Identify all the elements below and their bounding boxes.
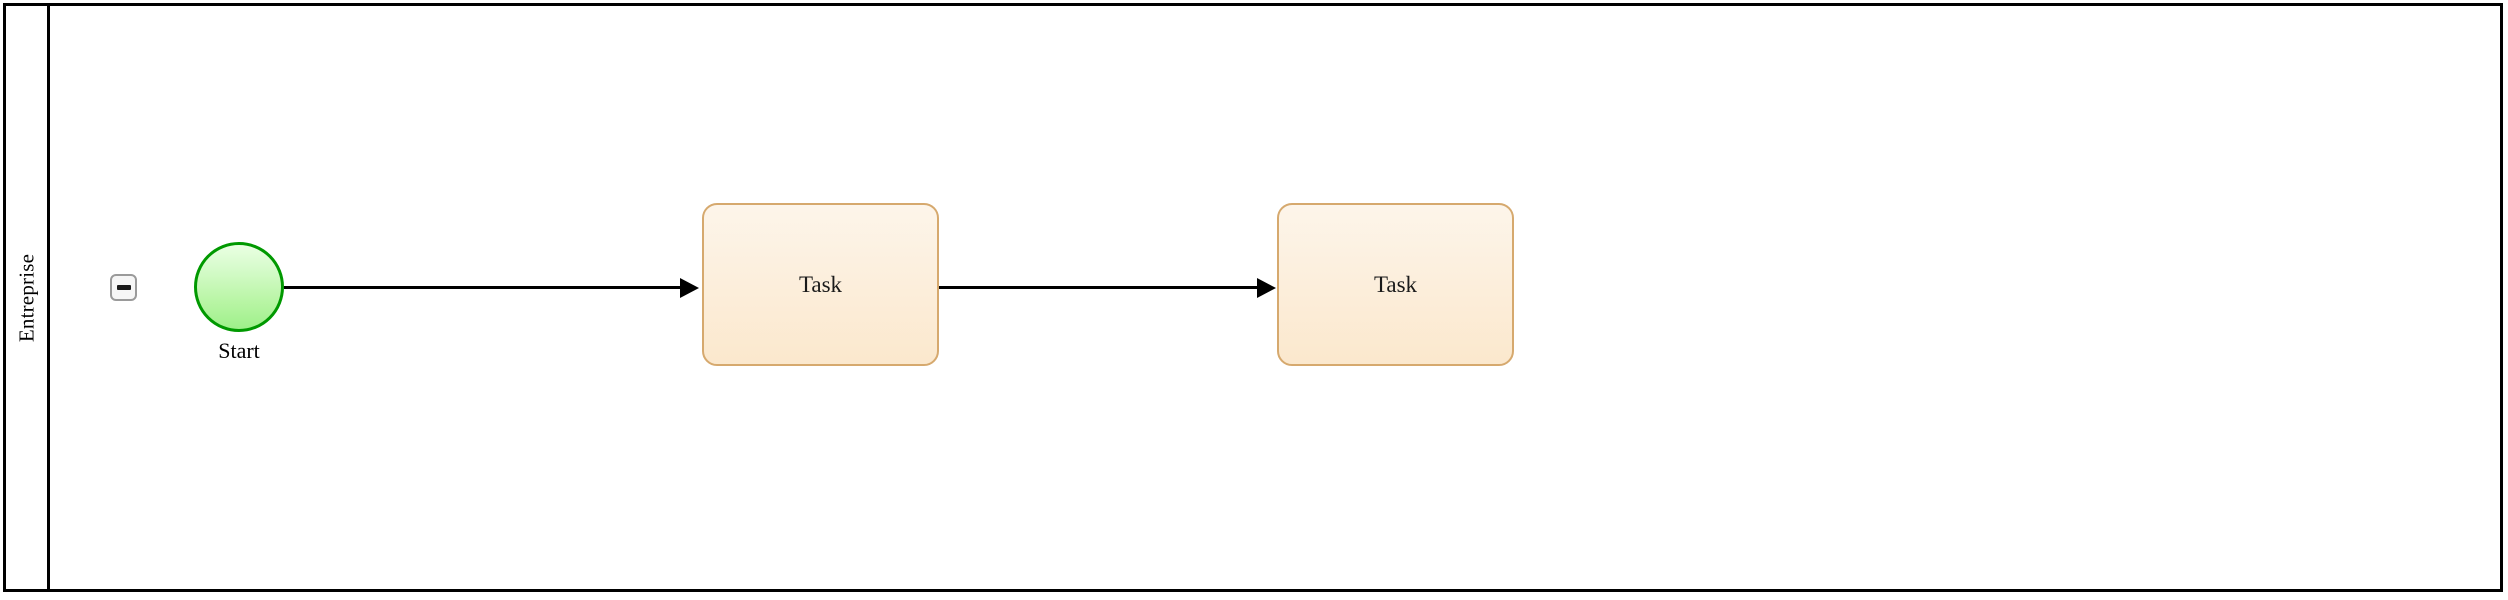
- sequence-flow-start-to-task1[interactable]: [284, 286, 680, 289]
- pool-label-column: Entreprise: [6, 6, 50, 589]
- task-label: Task: [798, 271, 843, 297]
- pool-lane-body[interactable]: Start Task Task: [50, 6, 2500, 589]
- start-event-node[interactable]: [194, 242, 284, 332]
- pool-title: Entreprise: [14, 253, 38, 342]
- pool-entreprise[interactable]: Entreprise Start Task Task: [3, 3, 2503, 592]
- minus-icon: [116, 285, 131, 290]
- start-event-label: Start: [218, 338, 260, 363]
- task-label: Task: [1373, 271, 1418, 297]
- task-node-2[interactable]: Task: [1277, 203, 1514, 366]
- arrowhead-icon: [1257, 278, 1276, 298]
- sequence-flow-task1-to-task2[interactable]: [939, 286, 1257, 289]
- pool-collapse-button[interactable]: [110, 274, 137, 301]
- task-node-1[interactable]: Task: [702, 203, 939, 366]
- arrowhead-icon: [680, 278, 699, 298]
